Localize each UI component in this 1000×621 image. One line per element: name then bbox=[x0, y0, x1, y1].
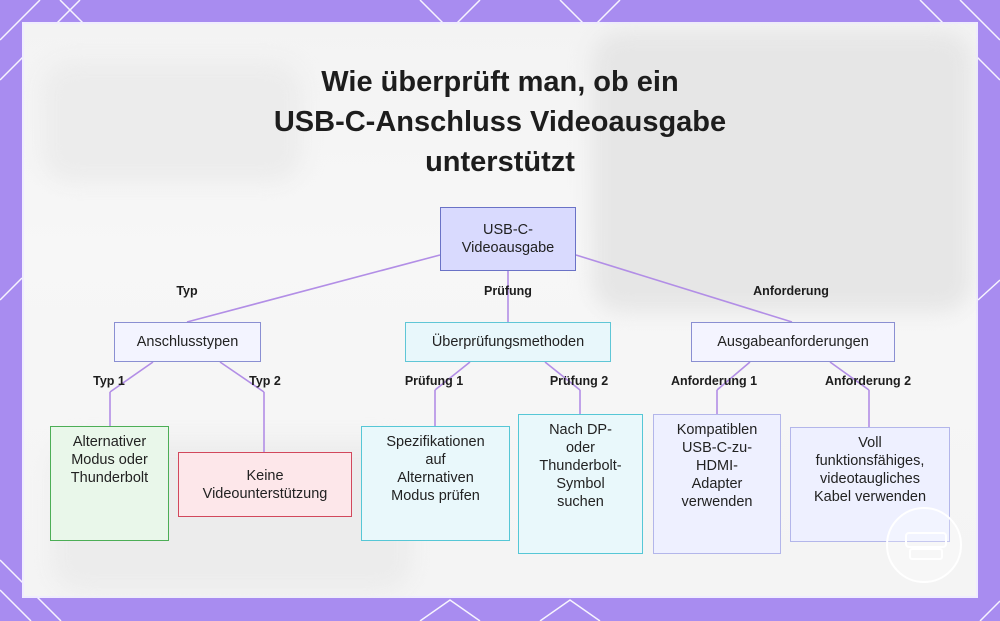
edge-label-anforderung2: Anforderung 2 bbox=[825, 374, 911, 388]
edge-label-pruefung1: Prüfung 1 bbox=[405, 374, 463, 388]
node-spezifikationen-pruefen: Spezifikationen auf Alternativen Modus p… bbox=[361, 426, 510, 541]
node-ausgabeanforderungen: Ausgabeanforderungen bbox=[691, 322, 895, 362]
node-usb-c-videoausgabe: USB-C- Videoausgabe bbox=[440, 207, 576, 271]
node-keine-videounterstuetzung: Keine Videounterstützung bbox=[178, 452, 352, 517]
node-anschlusstypen: Anschlusstypen bbox=[114, 322, 261, 362]
node-ueberpruefungsmethoden: Überprüfungsmethoden bbox=[405, 322, 611, 362]
connector-root-typ bbox=[187, 255, 440, 322]
edge-label-pruefung2: Prüfung 2 bbox=[550, 374, 608, 388]
edge-label-anforderung1: Anforderung 1 bbox=[671, 374, 757, 388]
logo-icon bbox=[886, 507, 962, 583]
node-symbol-suchen: Nach DP- oder Thunderbolt- Symbol suchen bbox=[518, 414, 643, 554]
edge-label-typ: Typ bbox=[176, 284, 197, 298]
edge-label-anforderung: Anforderung bbox=[753, 284, 829, 298]
edge-label-typ1: Typ 1 bbox=[93, 374, 125, 388]
edge-label-typ2: Typ 2 bbox=[249, 374, 281, 388]
node-adapter-verwenden: Kompatiblen USB-C-zu- HDMI- Adapter verw… bbox=[653, 414, 781, 554]
edge-label-pruefung: Prüfung bbox=[484, 284, 532, 298]
node-alternativer-modus: Alternativer Modus oder Thunderbolt bbox=[50, 426, 169, 541]
